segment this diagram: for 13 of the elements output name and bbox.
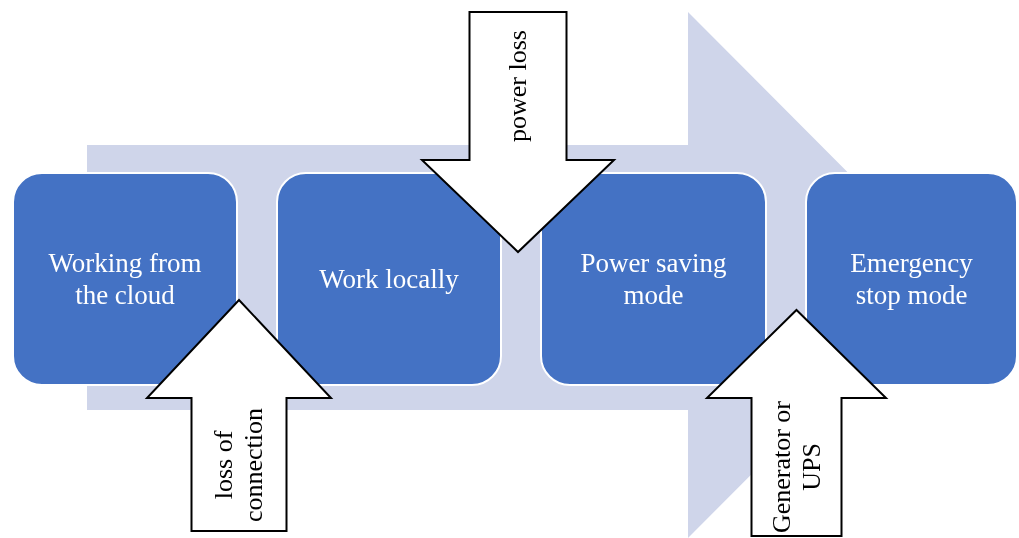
- arrow-label: power loss: [503, 29, 533, 144]
- box-label: Working from the cloud: [47, 246, 203, 312]
- block-arrow: [707, 310, 886, 536]
- process-box: [805, 172, 1018, 386]
- process-box: [276, 172, 502, 386]
- arrow-label: loss of connection: [209, 406, 269, 524]
- box-label: Power saving mode: [579, 246, 728, 312]
- process-box: [12, 172, 238, 386]
- box-label: Emergency stop mode: [849, 246, 974, 312]
- process-box: [540, 172, 767, 386]
- block-arrow: [422, 12, 614, 252]
- box-label: Work locally: [318, 262, 460, 296]
- arrow-label: Generator or UPS: [766, 399, 827, 536]
